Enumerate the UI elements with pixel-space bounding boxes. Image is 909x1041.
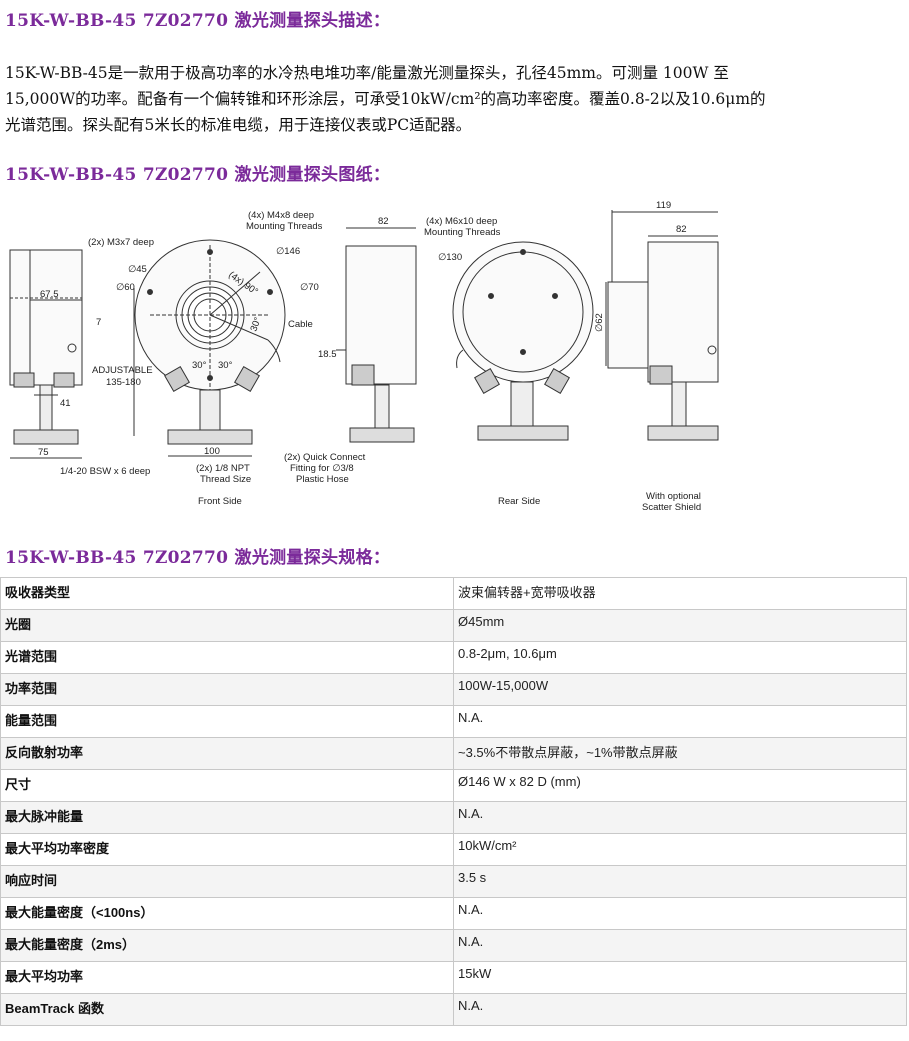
label-w100: 100 <box>204 446 220 457</box>
label-qc2: Fitting for ∅3/8 <box>290 463 354 474</box>
label-scatter-shield: Scatter Shield <box>642 502 701 513</box>
label-d146: ∅146 <box>276 246 300 257</box>
label-m6b: Mounting Threads <box>424 227 501 238</box>
label-optional: With optional <box>646 491 701 502</box>
description-heading: 15K-W-BB-45 7Z02770 激光测量探头描述： <box>5 11 391 31</box>
table-row: 最大能量密度（2ms）N.A. <box>0 929 907 962</box>
label-m3: (2x) M3x7 deep <box>88 237 154 248</box>
spec-value: N.A. <box>453 897 907 930</box>
spec-value: N.A. <box>453 993 907 1026</box>
label-w82a: 82 <box>378 216 389 227</box>
table-row: 反向散射功率~3.5%不带散点屏蔽，~1%带散点屏蔽 <box>0 737 907 770</box>
rear-body-shape <box>452 241 594 383</box>
spec-value: 3.5 s <box>453 865 907 898</box>
spec-value: Ø45mm <box>453 609 907 642</box>
label-qc3: Plastic Hose <box>296 474 349 485</box>
label-npt2: Thread Size <box>200 474 251 485</box>
label-adj: ADJUSTABLE <box>92 365 153 376</box>
label-d62: ∅62 <box>594 313 605 332</box>
label-m4b: Mounting Threads <box>246 221 323 232</box>
table-row: 吸收器类型波束偏转器+宽带吸收器 <box>0 577 907 610</box>
spec-value: 100W-15,000W <box>453 673 907 706</box>
label-d45: ∅45 <box>128 264 147 275</box>
specs-heading: 15K-W-BB-45 7Z02770 激光测量探头规格： <box>5 548 391 568</box>
side-body-shape <box>9 249 83 386</box>
spec-value: 10kW/cm² <box>453 833 907 866</box>
drawing-heading: 15K-W-BB-45 7Z02770 激光测量探头图纸： <box>5 165 391 185</box>
label-w82b: 82 <box>676 224 687 235</box>
spec-value: Ø146 W x 82 D (mm) <box>453 769 907 802</box>
description-text: 15K-W-BB-45是一款用于极高功率的水冷热电堆功率/能量激光测量探头，孔径… <box>5 60 905 138</box>
spec-key: 最大平均功率 <box>0 961 454 994</box>
label-m4: (4x) M4x8 deep <box>248 210 314 221</box>
spec-value: 波束偏转器+宽带吸收器 <box>453 577 907 610</box>
label-adjr: 135-180 <box>106 377 141 388</box>
spec-key: BeamTrack 函数 <box>0 993 454 1026</box>
label-d130: ∅130 <box>438 252 462 263</box>
label-a30c: 30° <box>218 360 233 371</box>
label-npt1: (2x) 1/8 NPT <box>196 463 250 474</box>
label-a30b: 30° <box>192 360 207 371</box>
label-w75: 75 <box>38 447 49 458</box>
label-w119: 119 <box>656 200 671 211</box>
spec-key: 光圈 <box>0 609 454 642</box>
spec-key: 能量范围 <box>0 705 454 738</box>
spec-key: 功率范围 <box>0 673 454 706</box>
spec-value: N.A. <box>453 705 907 738</box>
spec-key: 反向散射功率 <box>0 737 454 770</box>
label-w185: 18.5 <box>318 349 337 360</box>
spec-key: 最大平均功率密度 <box>0 833 454 866</box>
label-qc1: (2x) Quick Connect <box>284 452 366 463</box>
spec-value: 0.8-2μm, 10.6μm <box>453 641 907 674</box>
label-bsw: 1/4-20 BSW x 6 deep <box>60 466 150 477</box>
scatter-shield-shape <box>607 281 651 369</box>
description-line: 15,000W的功率。配备有一个偏转锥和环形涂层，可承受10kW/cm²的高功率… <box>5 90 766 108</box>
label-w675: 67.5 <box>40 289 59 300</box>
description-line: 15K-W-BB-45是一款用于极高功率的水冷热电堆功率/能量激光测量探头，孔径… <box>5 64 729 82</box>
rear-side-body-shape <box>345 245 417 385</box>
spec-value: 15kW <box>453 961 907 994</box>
spec-key: 最大脉冲能量 <box>0 801 454 834</box>
table-row: 最大能量密度（<100ns）N.A. <box>0 897 907 930</box>
spec-key: 响应时间 <box>0 865 454 898</box>
spec-key: 最大能量密度（2ms） <box>0 929 454 962</box>
label-w7: 7 <box>96 317 101 328</box>
spec-value: N.A. <box>453 801 907 834</box>
spec-key: 吸收器类型 <box>0 577 454 610</box>
technical-drawing: (4x) M4x8 deep Mounting Threads (2x) M3x… <box>9 200 719 513</box>
spec-key: 最大能量密度（<100ns） <box>0 897 454 930</box>
label-m6: (4x) M6x10 deep <box>426 216 497 227</box>
label-front-side: Front Side <box>198 496 242 507</box>
label-d70: ∅70 <box>300 282 319 293</box>
spec-key: 光谱范围 <box>0 641 454 674</box>
label-a30: 30° <box>248 316 263 333</box>
spec-value: N.A. <box>453 929 907 962</box>
label-cable: Cable <box>288 319 313 330</box>
spec-value: ~3.5%不带散点屏蔽，~1%带散点屏蔽 <box>453 737 907 770</box>
label-d60: ∅60 <box>116 282 135 293</box>
label-w41: 41 <box>60 398 71 409</box>
label-rear-side: Rear Side <box>498 496 540 507</box>
description-line: 光谱范围。探头配有5米长的标准电缆，用于连接仪表或PC适配器。 <box>5 116 472 134</box>
spec-key: 尺寸 <box>0 769 454 802</box>
